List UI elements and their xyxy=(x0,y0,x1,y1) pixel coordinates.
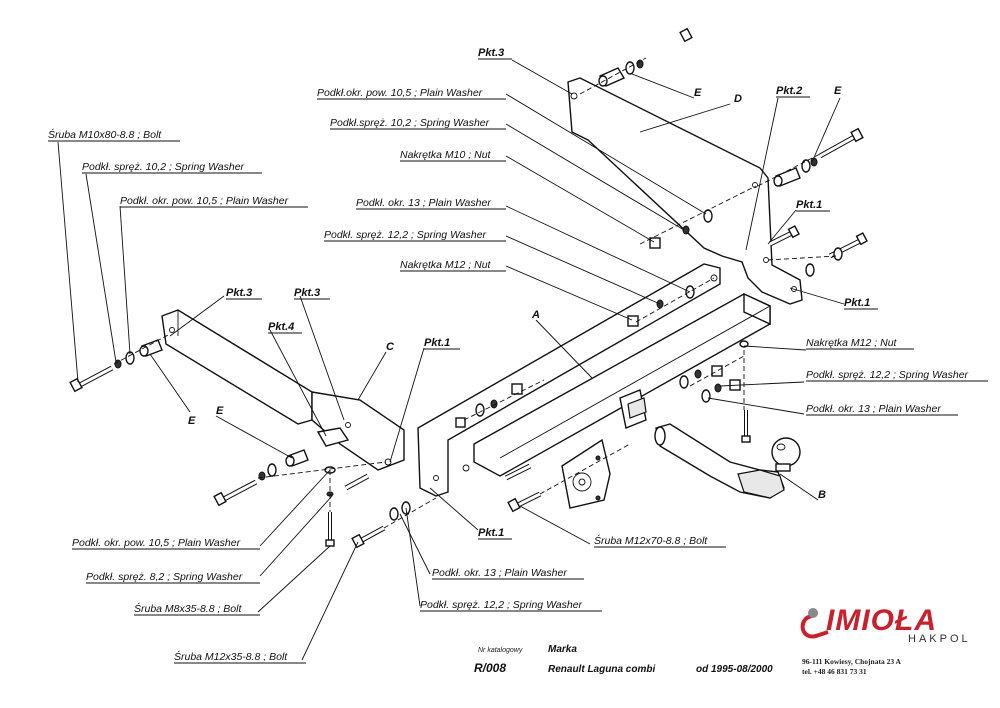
label-plain-washer-10-5-left: Podkł. okr. pow. 10,5 ; Plain Washer xyxy=(120,195,289,207)
bracket-c xyxy=(311,391,405,471)
label-bolt-m8x35: Śruba M8x35-8.8 ; Bolt xyxy=(134,602,242,615)
label-pkt1-right-a: Pkt.1 xyxy=(796,199,822,211)
label-plain-washer-10-5-bottom: Podkł. okr. pow. 10,5 ; Plain Washer xyxy=(72,537,241,549)
bolt-right-mid xyxy=(768,225,800,247)
brand-name: IMIOŁA xyxy=(826,604,937,637)
label-spring-washer-8-2: Podkł. spręż. 8,2 ; Spring Washer xyxy=(86,571,243,583)
bolt-m12x70 xyxy=(504,463,542,513)
label-c: C xyxy=(386,341,395,353)
label-nut-m12-right: Nakrętka M12 ; Nut xyxy=(806,337,898,349)
label-plain-washer-13-top: Podkł. okr. 13 ; Plain Washer xyxy=(356,197,491,209)
bolt-m8x35 xyxy=(325,512,335,547)
brand-address: 96-111 Kowiesy, Chojnata 23 A xyxy=(802,657,902,666)
bolt-m10x80 xyxy=(69,365,114,393)
label-e-left2: E xyxy=(216,405,224,417)
bolt-mid-left xyxy=(344,473,370,491)
bolt-bottom-left xyxy=(213,479,258,507)
brand-logo: IMIOŁA HAKPOL 96-111 Kowiesy, Chojnata 2… xyxy=(800,604,971,676)
socket-plate xyxy=(561,438,611,509)
spacer-right xyxy=(773,167,801,187)
crossbar-a xyxy=(417,263,771,497)
make-label: Marka xyxy=(548,644,577,655)
catalog-label: Nr katalogowy xyxy=(478,647,523,654)
label-spring-washer-12-2-right: Podkł. spręż. 12,2 ; Spring Washer xyxy=(806,369,969,381)
label-e-left: E xyxy=(188,415,196,427)
label-bolt-m10x80: Śruba M10x80-8.8 ; Bolt xyxy=(48,128,162,141)
ball-mount-lugs xyxy=(619,389,647,429)
catalog-number: R/008 xyxy=(474,661,506,675)
title-block: Nr katalogowy R/008 Marka Renault Laguna… xyxy=(474,644,773,675)
assembly-lines xyxy=(113,57,837,529)
label-pkt3-left: Pkt.3 xyxy=(226,287,252,299)
label-bolt-m12x70: Śruba M12x70-8.8 ; Bolt xyxy=(594,534,708,547)
label-spring-washer-10-2-top: Podkł.spręż. 10,2 ; Spring Washer xyxy=(330,117,490,129)
label-d: D xyxy=(734,93,742,105)
bolt-right-upper xyxy=(818,127,864,159)
label-pkt1-bottom: Pkt.1 xyxy=(478,527,504,539)
brand-phone: tel. +48 46 831 73 31 xyxy=(802,667,867,676)
label-plain-washer-13-bottom: Podkł. okr. 13 ; Plain Washer xyxy=(432,567,567,579)
towball-b xyxy=(654,423,801,499)
make-value: Renault Laguna combi xyxy=(548,664,655,675)
label-e-top: E xyxy=(694,87,702,99)
label-pkt4: Pkt.4 xyxy=(268,321,294,333)
label-plain-washer-13-right: Podkł. okr. 13 ; Plain Washer xyxy=(806,403,941,415)
spacer-bottom xyxy=(285,449,309,467)
label-bolt-m12x35: Śruba M12x35-8.8 ; Bolt xyxy=(174,650,288,663)
label-nut-m12-top: Nakrętka M12 ; Nut xyxy=(400,259,492,271)
label-pkt2: Pkt.2 xyxy=(776,85,802,97)
label-nut-m10: Nakrętka M10 ; Nut xyxy=(400,149,492,161)
labels: Pkt.3 E D Pkt.2 E Podkł.okr. pow. 10,5 ;… xyxy=(48,47,988,664)
years: od 1995-08/2000 xyxy=(696,664,773,675)
label-spring-washer-10-2-left: Podkł. spręż. 10,2 ; Spring Washer xyxy=(82,161,245,173)
bolt-top xyxy=(647,27,693,58)
label-pkt3-mid: Pkt.3 xyxy=(294,287,320,299)
label-e-right: E xyxy=(834,85,842,97)
label-a: A xyxy=(531,309,540,321)
label-pkt1-right-b: Pkt.1 xyxy=(844,297,870,309)
label-spring-washer-12-2-bottom: Podkł. spręż. 12,2 ; Spring Washer xyxy=(420,599,583,611)
label-pkt3-top: Pkt.3 xyxy=(478,47,504,59)
hook-logo-icon xyxy=(800,614,829,639)
bolt-m12x35 xyxy=(351,525,386,549)
leader-lines xyxy=(57,59,845,661)
bolt-vertical-right xyxy=(739,340,751,443)
bracket-d xyxy=(567,77,803,305)
brand-sub: HAKPOL xyxy=(908,633,971,645)
label-pkt1-mid: Pkt.1 xyxy=(424,337,450,349)
label-spring-washer-12-2-top: Podkł. spręż. 12,2 ; Spring Washer xyxy=(324,229,487,241)
label-b: B xyxy=(818,489,826,501)
spacer-left xyxy=(139,339,163,357)
label-plain-washer-10-5-top: Podkł.okr. pow. 10,5 ; Plain Washer xyxy=(317,87,483,99)
